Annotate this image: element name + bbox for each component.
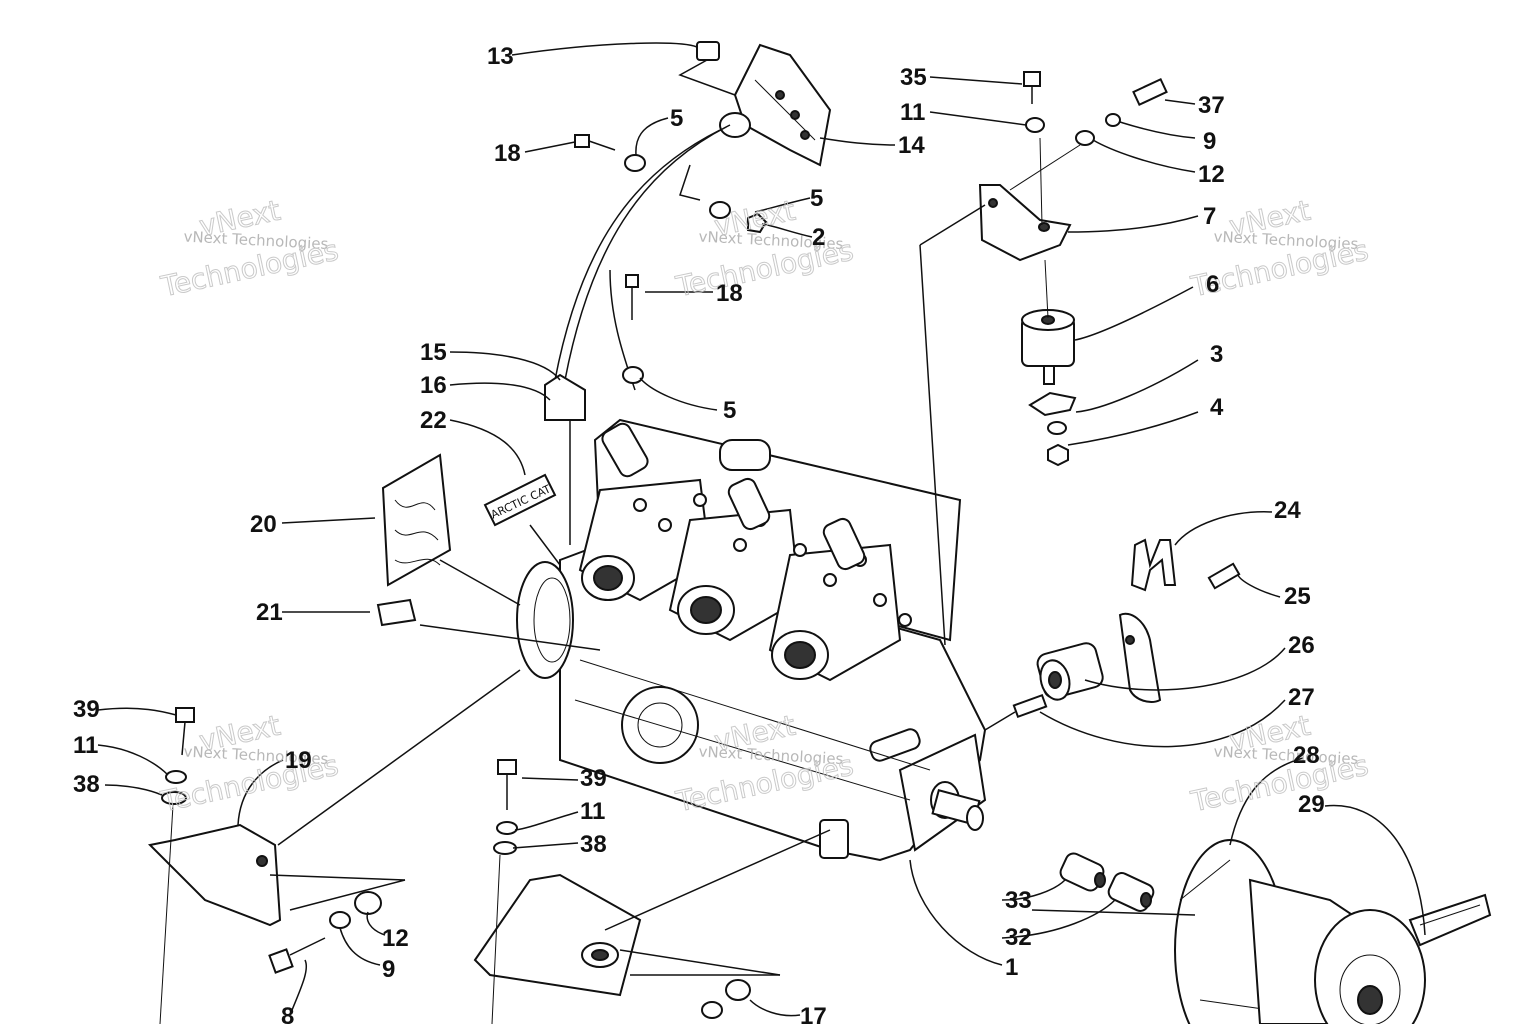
callout-28: 28 [1293,742,1320,769]
callout-15: 15 [420,339,447,366]
callout-18-top: 18 [494,140,521,167]
callout-25: 25 [1284,583,1311,610]
callout-22: 22 [420,407,447,434]
callout-labels: 13 5 18 14 5 2 18 15 16 5 22 20 21 35 11… [73,43,1325,1024]
callout-17: 17 [800,1003,827,1024]
callout-3: 3 [1210,341,1223,368]
callout-1: 1 [1005,954,1018,981]
callout-8: 8 [281,1003,294,1024]
right-mount-assembly [978,71,1168,467]
callout-6: 6 [1206,271,1219,298]
callout-7: 7 [1203,203,1216,230]
leader-lines [97,42,1426,1017]
callout-14: 14 [898,132,925,159]
callout-12-bottom: 12 [382,925,409,952]
spacers [1059,852,1155,912]
callout-2: 2 [812,224,825,251]
callout-11-left: 11 [73,732,98,759]
callout-20: 20 [250,511,277,538]
callout-37: 37 [1198,92,1225,119]
callout-5-mid: 5 [810,185,823,212]
callout-35: 35 [900,64,927,91]
callout-26: 26 [1288,632,1315,659]
drive-clutch [1174,839,1492,1024]
callout-5-low: 5 [723,397,736,424]
callout-11-center: 11 [580,798,605,825]
callout-39-center: 39 [580,765,607,792]
callout-21: 21 [256,599,283,626]
callout-19: 19 [285,747,312,774]
callout-39-left: 39 [73,696,100,723]
callout-29: 29 [1298,791,1325,818]
callout-9-bottom: 9 [382,956,395,983]
callout-9-top: 9 [1203,128,1216,155]
callout-27: 27 [1288,684,1315,711]
clutch-assembly [1012,538,1241,719]
engine-assembly [516,418,987,862]
callout-24: 24 [1274,497,1301,524]
breather-assembly [544,41,832,421]
callout-38-left: 38 [73,771,100,798]
left-mount-assembly [147,707,382,1024]
callout-13: 13 [487,43,514,70]
callout-12-top: 12 [1198,161,1225,188]
callout-5-top: 5 [670,105,683,132]
callout-33: 33 [1005,887,1032,914]
callout-32: 32 [1005,924,1032,951]
center-mount-assembly [473,759,751,1024]
callout-38-center: 38 [580,831,607,858]
callout-11-top: 11 [900,99,925,126]
callout-16: 16 [420,372,447,399]
callout-18-mid: 18 [716,280,743,307]
callout-4: 4 [1210,394,1224,421]
